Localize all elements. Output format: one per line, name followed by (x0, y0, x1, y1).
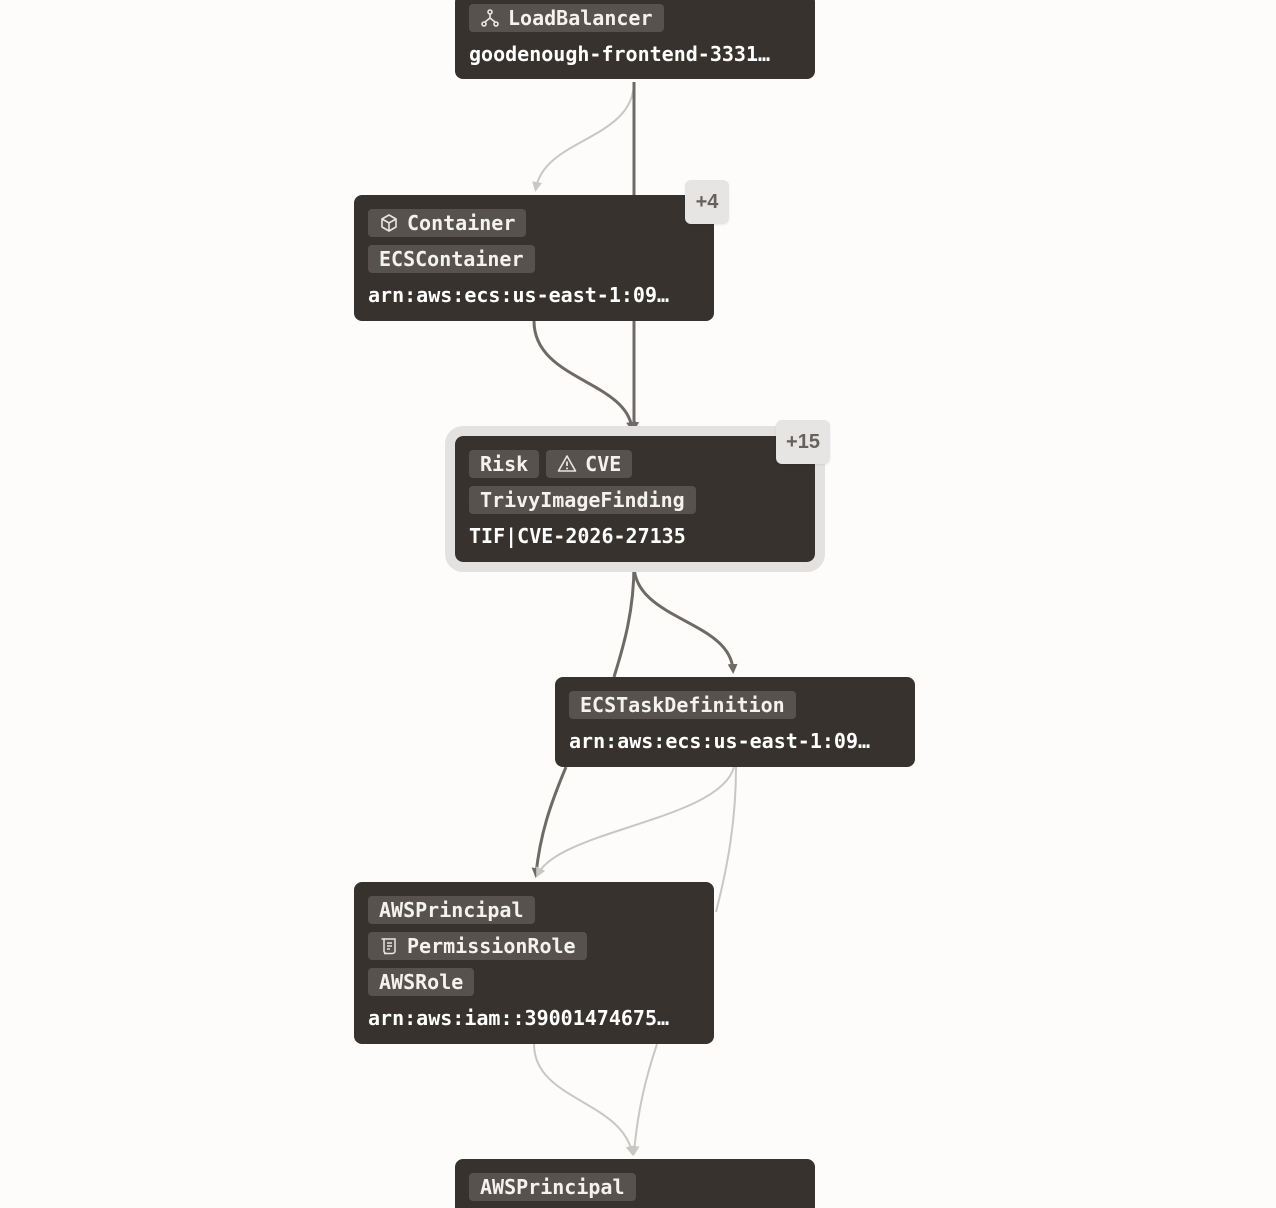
tag-ecscontainer: ECSContainer (368, 245, 535, 273)
node-tags: AWSRole (368, 968, 700, 996)
node-tags: AWSPrincipal (368, 896, 700, 924)
tag-trivyimagefinding: TrivyImageFinding (469, 486, 696, 514)
tag-ecstaskdefinition: ECSTaskDefinition (569, 691, 796, 719)
node-taskdefinition[interactable]: ECSTaskDefinition arn:aws:ecs:us-east-1:… (555, 677, 915, 767)
node-identifier: goodenough-frontend-3331… (469, 42, 771, 66)
cube-icon (379, 213, 399, 233)
tag-awsrole: AWSRole (368, 968, 475, 996)
edge-container-to-finding (532, 320, 637, 432)
edge-finding-to-role-lower (531, 766, 568, 878)
node-container[interactable]: Container ECSContainer arn:aws:ecs:us-ea… (354, 195, 714, 321)
node-tags: PermissionRole (368, 932, 700, 960)
tag-permissionrole: PermissionRole (368, 932, 587, 960)
tag-cve: CVE (546, 450, 633, 478)
hidden-neighbors-badge[interactable]: +4 (685, 180, 729, 224)
tag-label: Container (407, 211, 516, 235)
node-identifier: TIF|CVE-2026-27135 (469, 524, 686, 548)
node-tags: Container (368, 209, 700, 237)
tag-label: PermissionRole (407, 934, 576, 958)
scroll-icon (379, 936, 399, 956)
node-tags: ECSContainer (368, 245, 700, 273)
edge-loadbalancer-to-container (532, 81, 635, 192)
node-identifier: arn:aws:ecs:us-east-1:09… (569, 729, 871, 753)
edge-finding-to-taskdef (632, 564, 738, 674)
node-tags: AWSPrincipal (469, 1173, 801, 1201)
node-awsprincipal[interactable]: AWSPrincipal (455, 1159, 815, 1208)
edge-finding-to-role-upper (612, 564, 636, 678)
tag-awsprincipal: AWSPrincipal (368, 896, 535, 924)
node-loadbalancer[interactable]: LoadBalancer goodenough-frontend-3331… (455, 0, 815, 79)
tag-awsprincipal: AWSPrincipal (469, 1173, 636, 1201)
node-tags: ECSTaskDefinition (569, 691, 901, 719)
tag-label: LoadBalancer (508, 6, 653, 30)
node-tags: TrivyImageFinding (469, 486, 801, 514)
node-tags: Risk CVE (469, 450, 801, 478)
warning-icon (557, 454, 577, 474)
edge-role-to-principal (533, 1043, 636, 1156)
tag-container: Container (368, 209, 527, 237)
tag-label: CVE (585, 452, 622, 476)
edge-taskdef-to-principal-lower (629, 1043, 658, 1156)
tag-loadbalancer: LoadBalancer (469, 4, 664, 32)
hidden-neighbors-badge[interactable]: +15 (776, 420, 830, 464)
load-balancer-icon (480, 8, 500, 28)
node-awsrole[interactable]: AWSPrincipal PermissionRole AWSRole arn:… (354, 882, 714, 1044)
edge-taskdef-to-principal-upper (715, 766, 737, 913)
tag-risk: Risk (469, 450, 540, 478)
edge-taskdef-to-role (536, 766, 735, 878)
node-finding[interactable]: Risk CVE TrivyImageFinding TIF|CVE-2026-… (445, 426, 825, 572)
node-identifier: arn:aws:iam::39001474675… (368, 1006, 670, 1030)
node-identifier: arn:aws:ecs:us-east-1:09… (368, 283, 670, 307)
node-tags: LoadBalancer (469, 4, 801, 32)
